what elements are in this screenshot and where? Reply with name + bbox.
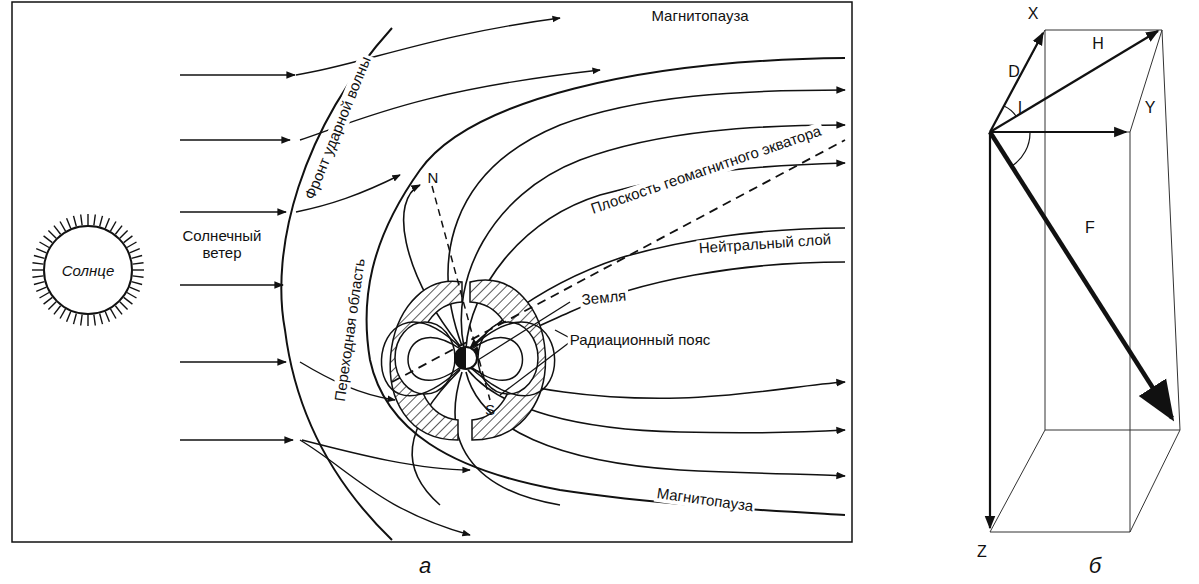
sun-ray	[87, 214, 88, 225]
axis-letter: X	[1026, 5, 1041, 23]
sun-ray	[131, 282, 142, 285]
sun-ray	[105, 312, 109, 322]
sun-ray	[81, 315, 82, 326]
sun-ray	[124, 297, 133, 304]
sun-label: Солнце	[62, 262, 114, 279]
vector-letter: H	[1090, 35, 1106, 53]
angle-letter: D	[1006, 63, 1022, 81]
sun-ray	[94, 315, 95, 326]
panel-letter: а	[417, 554, 433, 578]
sun-ray	[74, 216, 77, 227]
neutral-sheet-label: Нейтральный слой	[696, 231, 833, 257]
vector-letter: F	[1083, 219, 1097, 237]
sun-ray	[48, 302, 56, 310]
sun-ray	[111, 309, 117, 319]
sun-ray	[81, 214, 82, 225]
magnetopause-label: Магнитопауза	[654, 485, 757, 515]
pole-letter: S	[483, 402, 497, 419]
sun-ray	[120, 302, 128, 310]
sun-ray	[32, 263, 43, 264]
sun-ray	[115, 306, 122, 315]
angle-letter: I	[1016, 99, 1024, 117]
sun-ray	[32, 276, 43, 277]
transition-region-label: Переходная область	[332, 256, 369, 405]
sun-ray	[130, 287, 140, 291]
sun-ray	[87, 315, 88, 326]
sun-ray	[133, 269, 144, 270]
sun-ray	[48, 230, 56, 238]
pole-letter: N	[426, 170, 441, 187]
sun-ray	[60, 222, 66, 232]
sun-ray	[115, 226, 122, 235]
sun-ray	[67, 218, 71, 228]
sun-ray	[44, 236, 53, 243]
sun-ray	[127, 242, 137, 248]
bow-shock-label: Фронт ударной волны	[301, 52, 375, 203]
sun-ray	[36, 249, 46, 253]
sun-ray	[34, 256, 45, 259]
sun-ray	[120, 230, 128, 238]
earth-label: Земля	[579, 287, 629, 308]
magnetopause-label: Магнитопауза	[649, 8, 750, 25]
axis-letter: Y	[1143, 99, 1158, 117]
radiation-belt-label: Радиационный пояс	[568, 332, 713, 349]
sun-ray	[100, 313, 103, 324]
sun-ray	[131, 256, 142, 259]
axis-letter: Z	[975, 543, 989, 561]
sun-ray	[36, 287, 46, 291]
sun-ray	[40, 242, 50, 248]
sun-ray	[60, 309, 66, 319]
sun-ray	[105, 218, 109, 228]
sun-circle: Солнце	[43, 225, 133, 315]
solar-wind-label: Солнечный ветер	[165, 228, 279, 261]
sun-ray	[133, 276, 144, 277]
sun-ray	[34, 282, 45, 285]
sun-ray	[111, 222, 117, 232]
sun-ray	[32, 269, 43, 270]
sun-ray	[133, 263, 144, 264]
sun-ray	[40, 293, 50, 299]
sun-ray	[127, 293, 137, 299]
sun-ray	[94, 214, 95, 225]
sun-ray	[67, 312, 71, 322]
sun-ray	[130, 249, 140, 253]
sun-ray	[44, 297, 53, 304]
sun-ray	[100, 216, 103, 227]
sun-ray	[54, 226, 61, 235]
sun-ray	[54, 306, 61, 315]
sun-ray	[124, 236, 133, 243]
sun-ray	[74, 313, 77, 324]
panel-letter: б	[1087, 554, 1103, 578]
